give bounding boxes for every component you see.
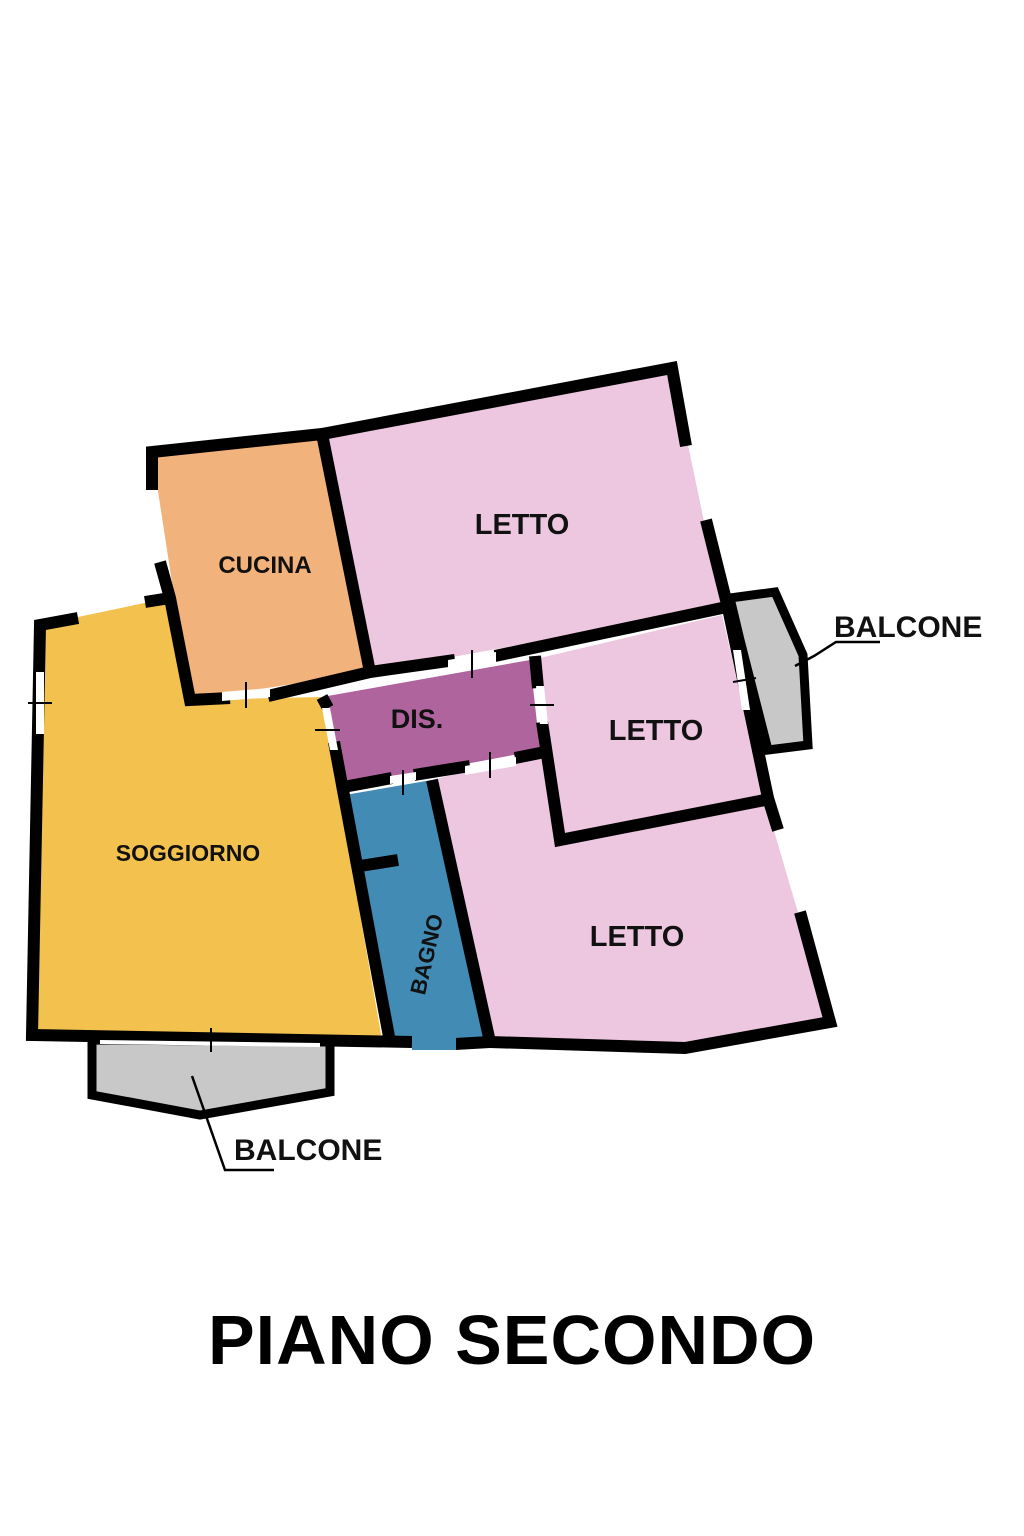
room-label-letto-top: LETTO	[475, 509, 570, 541]
walls	[25, 360, 838, 1055]
room-fill-letto-bottom	[432, 752, 830, 1048]
balcony-label-bottom: BALCONE	[234, 1134, 382, 1167]
openings	[28, 650, 757, 1052]
room-fill-letto-top	[322, 368, 722, 672]
room-label-soggiorno: SOGGIORNO	[116, 840, 260, 866]
room-label-dis: DIS.	[391, 704, 444, 734]
room-fill-letto-small	[540, 615, 765, 840]
floor-title: PIANO SECONDO	[207, 1301, 817, 1379]
balcony-leaders	[190, 640, 880, 1172]
room-label-letto-small: LETTO	[609, 715, 704, 747]
balcony-label-right: BALCONE	[834, 611, 982, 644]
room-fill-cucina	[152, 434, 370, 700]
room-fill-soggiorno	[32, 598, 382, 1040]
room-fill-dis	[322, 660, 540, 788]
room-label-letto-bottom: LETTO	[590, 921, 685, 953]
room-label-cucina: CUCINA	[218, 552, 311, 579]
